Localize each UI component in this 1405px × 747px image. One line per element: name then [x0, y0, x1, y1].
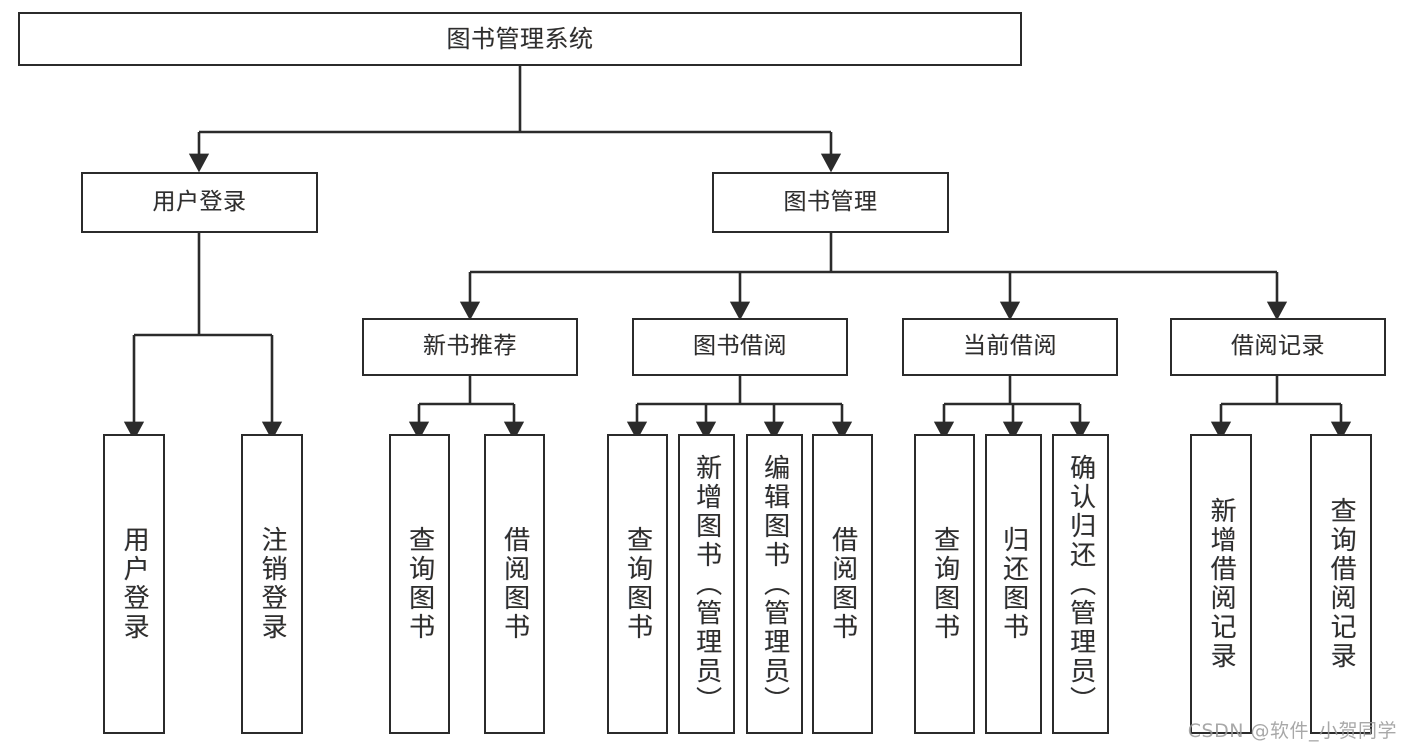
node-current-borrow-label: 当前借阅: [963, 333, 1057, 360]
node-root[interactable]: 图书管理系统: [18, 12, 1022, 66]
node-leaf-return-book-label: 归还图书: [998, 526, 1029, 642]
node-user-login-label: 用户登录: [152, 188, 247, 215]
node-leaf-borrow-book-2[interactable]: 借阅图书: [812, 434, 873, 734]
node-leaf-confirm-return[interactable]: 确认归还（管理员）: [1052, 434, 1109, 734]
node-leaf-query-book-1-label: 查询图书: [404, 526, 435, 642]
node-leaf-borrow-book-1-label: 借阅图书: [499, 526, 530, 642]
node-leaf-user-login[interactable]: 用户登录: [103, 434, 165, 734]
node-leaf-add-book[interactable]: 新增图书（管理员）: [678, 434, 735, 734]
node-borrow-record-label: 借阅记录: [1231, 333, 1325, 360]
node-book-borrow-label: 图书借阅: [693, 333, 787, 360]
node-user-login[interactable]: 用户登录: [81, 172, 318, 233]
node-leaf-query-record-label: 查询借阅记录: [1326, 497, 1357, 671]
node-current-borrow[interactable]: 当前借阅: [902, 318, 1118, 376]
node-leaf-user-login-label: 用户登录: [119, 526, 150, 642]
node-leaf-borrow-book-1[interactable]: 借阅图书: [484, 434, 545, 734]
node-leaf-edit-book-label: 编辑图书（管理员）: [759, 453, 790, 715]
node-leaf-edit-book[interactable]: 编辑图书（管理员）: [746, 434, 803, 734]
node-leaf-borrow-book-2-label: 借阅图书: [827, 526, 858, 642]
node-borrow-record[interactable]: 借阅记录: [1170, 318, 1386, 376]
csdn-watermark: CSDN @软件_小贺同学: [1187, 720, 1397, 742]
node-book-manage[interactable]: 图书管理: [712, 172, 949, 233]
node-leaf-query-record[interactable]: 查询借阅记录: [1310, 434, 1372, 734]
node-leaf-logout-login-label: 注销登录: [257, 526, 288, 642]
node-leaf-query-book-2-label: 查询图书: [622, 526, 653, 642]
node-leaf-query-book-1[interactable]: 查询图书: [389, 434, 450, 734]
node-new-book-rec-label: 新书推荐: [423, 333, 517, 360]
node-new-book-rec[interactable]: 新书推荐: [362, 318, 578, 376]
node-leaf-confirm-return-label: 确认归还（管理员）: [1065, 453, 1096, 715]
node-leaf-add-book-label: 新增图书（管理员）: [691, 453, 722, 715]
node-leaf-query-book-3-label: 查询图书: [929, 526, 960, 642]
node-leaf-return-book[interactable]: 归还图书: [985, 434, 1042, 734]
node-leaf-add-record[interactable]: 新增借阅记录: [1190, 434, 1252, 734]
node-book-manage-label: 图书管理: [783, 188, 878, 215]
node-book-borrow[interactable]: 图书借阅: [632, 318, 848, 376]
node-leaf-logout-login[interactable]: 注销登录: [241, 434, 303, 734]
node-root-label: 图书管理系统: [446, 24, 594, 53]
node-leaf-query-book-2[interactable]: 查询图书: [607, 434, 668, 734]
node-leaf-add-record-label: 新增借阅记录: [1206, 497, 1237, 671]
node-leaf-query-book-3[interactable]: 查询图书: [914, 434, 975, 734]
